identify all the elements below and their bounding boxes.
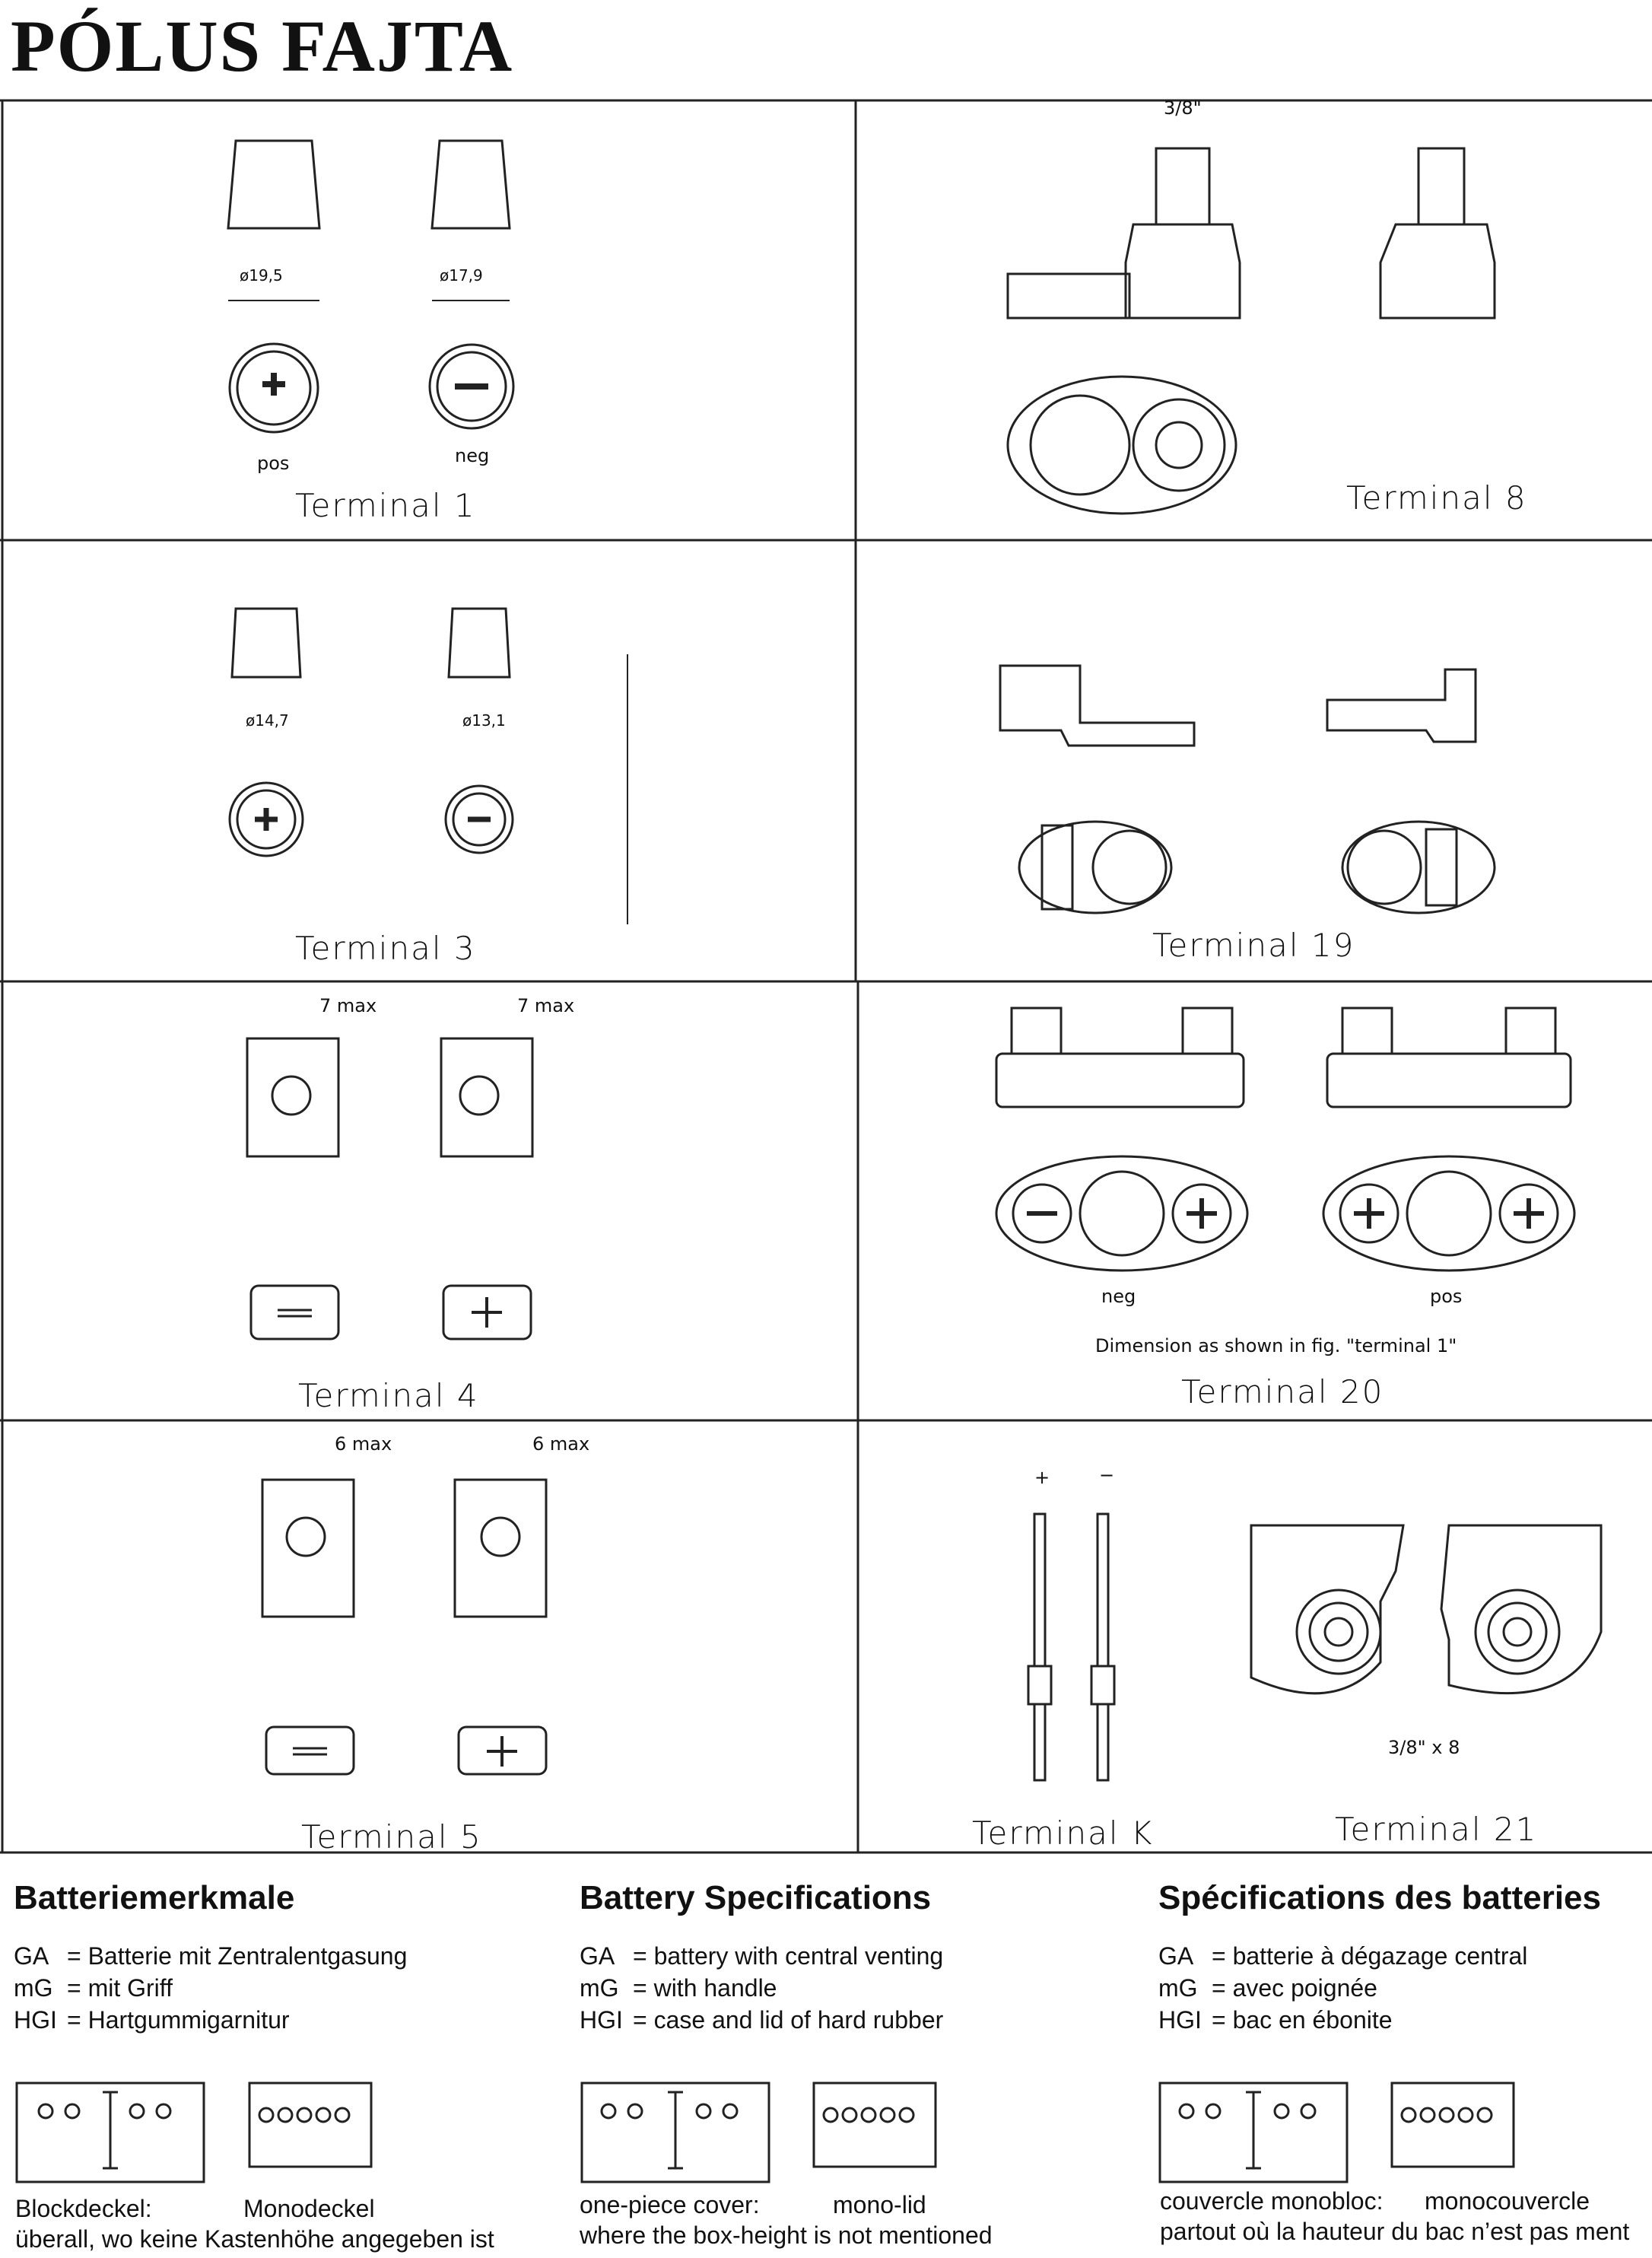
terminal-4-max-label-b: 7 max xyxy=(517,995,575,1016)
terminal-1-diameter-a: ø19,5 xyxy=(240,266,283,285)
spec-row: mG= with handle xyxy=(580,1974,777,2002)
mono-lid-de xyxy=(248,2081,373,2168)
spec-row: GA= battery with central venting xyxy=(580,1942,944,1970)
mono-label-fr: monocouvercle xyxy=(1425,2187,1590,2215)
mono-lid-en xyxy=(812,2081,937,2168)
spec-column-de: Batteriemerkmale GA= Batterie mit Zentra… xyxy=(14,1879,546,2036)
terminal-1-drawing xyxy=(227,139,515,434)
terminal-21-caption: Terminal 21 xyxy=(1335,1811,1538,1848)
spec-column-en: Battery Specifications GA= battery with … xyxy=(580,1879,1112,2036)
terminal-1-neg-label: neg xyxy=(455,445,490,466)
terminal-5-max-label-b: 6 max xyxy=(532,1433,590,1455)
terminal-20-caption: Terminal 20 xyxy=(1181,1373,1384,1410)
cover-label-fr: couvercle monobloc: xyxy=(1160,2187,1384,2215)
spec-row: GA= Batterie mit Zentralentgasung xyxy=(14,1942,408,1970)
terminal-5-drawing xyxy=(261,1478,548,1776)
mono-label-de: Monodeckel xyxy=(243,2195,375,2222)
spec-row: GA= batterie à dégazage central xyxy=(1158,1942,1528,1970)
terminal-4-max-label-a: 7 max xyxy=(319,995,377,1016)
spec-heading: Battery Specifications xyxy=(580,1879,932,1916)
terminal-k-caption: Terminal K xyxy=(972,1814,1154,1852)
page-title: PÓLUS FAJTA xyxy=(11,5,514,87)
spec-column-fr: Spécifications des batteries GA= batteri… xyxy=(1158,1879,1652,2036)
terminal-3-diameter-b: ø13,1 xyxy=(462,711,506,730)
terminal-3-diameter-a: ø14,7 xyxy=(246,711,289,730)
terminal-k-minus: − xyxy=(1099,1465,1115,1486)
cover-label-en: one-piece cover: xyxy=(580,2191,760,2218)
terminal-21-drawing xyxy=(1250,1524,1603,1695)
grid-lines xyxy=(0,99,1652,1854)
cover-note-en: where the box-height is not mentioned xyxy=(580,2221,993,2249)
spec-row: mG= avec poignée xyxy=(1158,1974,1377,2002)
terminal-4-drawing xyxy=(246,1037,534,1340)
terminal-20-drawing xyxy=(995,1007,1576,1272)
terminal-k-drawing xyxy=(1027,1512,1116,1782)
block-cover-en xyxy=(580,2081,770,2183)
terminal-k-plus: + xyxy=(1034,1467,1050,1488)
terminal-8-caption: Terminal 8 xyxy=(1346,479,1527,517)
terminal-19-caption: Terminal 19 xyxy=(1152,927,1355,964)
terminal-21-size-label: 3/8" x 8 xyxy=(1388,1737,1460,1758)
cover-label-de: Blockdeckel: xyxy=(15,2195,152,2222)
terminal-20-neg-label: neg xyxy=(1101,1286,1136,1307)
spec-row: HGI= case and lid of hard rubber xyxy=(580,2006,944,2034)
terminal-19-drawing xyxy=(999,664,1496,914)
terminal-3-drawing xyxy=(228,607,628,924)
spec-row: HGI= Hartgummigarnitur xyxy=(14,2006,290,2034)
terminal-1-pos-label: pos xyxy=(257,453,290,474)
mono-label-en: mono-lid xyxy=(833,2191,926,2218)
block-cover-de xyxy=(15,2081,205,2183)
terminal-8-size-label: 3/8" xyxy=(1164,97,1202,119)
terminal-1-diameter-b: ø17,9 xyxy=(440,266,483,285)
spec-heading: Spécifications des batteries xyxy=(1158,1879,1601,1916)
terminal-1-caption: Terminal 1 xyxy=(295,487,476,524)
mono-lid-fr xyxy=(1390,2081,1515,2168)
cover-note-fr: partout où la hauteur du bac n’est pas m… xyxy=(1160,2218,1630,2245)
terminal-4-caption: Terminal 4 xyxy=(298,1377,479,1414)
terminal-3-caption: Terminal 3 xyxy=(295,930,476,967)
cover-illustrations xyxy=(15,2081,1515,2183)
spec-row: mG= mit Griff xyxy=(14,1974,173,2002)
terminal-8-drawing xyxy=(1006,147,1496,515)
terminal-5-max-label-a: 6 max xyxy=(335,1433,392,1455)
block-cover-fr xyxy=(1158,2081,1349,2183)
terminal-20-pos-label: pos xyxy=(1430,1286,1463,1307)
terminal-20-note: Dimension as shown in fig. "terminal 1" xyxy=(1095,1335,1457,1356)
spec-heading: Batteriemerkmale xyxy=(14,1879,295,1916)
cover-note-de: überall, wo keine Kastenhöhe angegeben i… xyxy=(15,2225,494,2253)
spec-row: HGI= bac en ébonite xyxy=(1158,2006,1393,2034)
terminal-5-caption: Terminal 5 xyxy=(301,1818,482,1856)
